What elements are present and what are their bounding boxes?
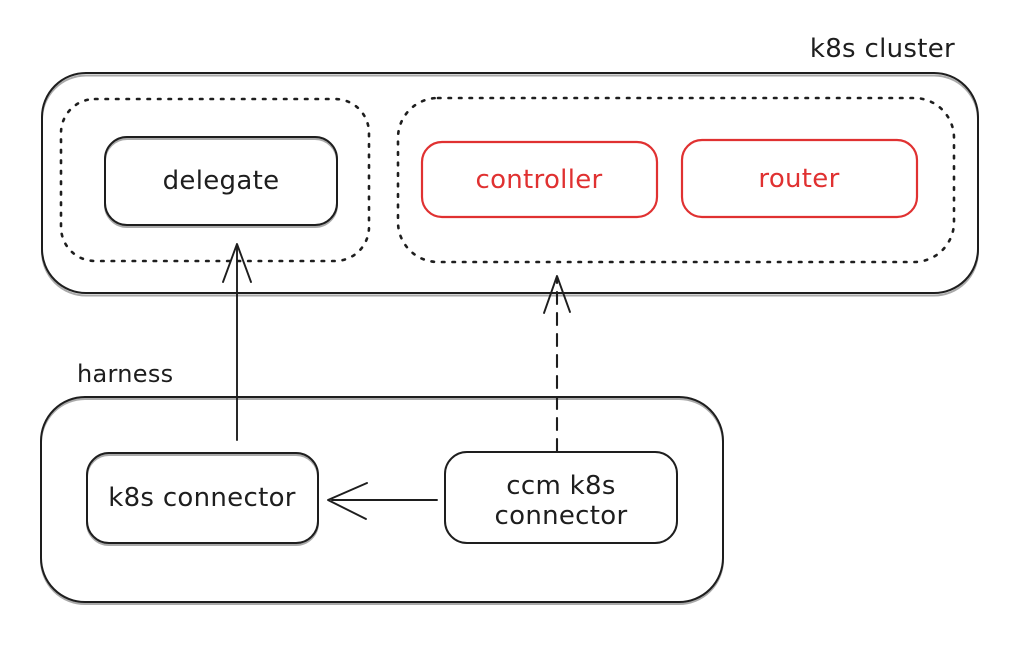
k8s-cluster-label: k8s cluster xyxy=(810,34,955,64)
arrowhead-up-icon xyxy=(543,275,571,314)
edge-k8s-connector-to-delegate-group xyxy=(222,243,252,441)
harness-group: harness k8s connector ccm k8s connector xyxy=(40,360,724,605)
harness-label: harness xyxy=(77,360,173,388)
k8s-cluster-group: k8s cluster delegate controller router xyxy=(41,34,979,297)
ccm-k8s-connector-label-line2: connector xyxy=(495,501,628,531)
controller-box xyxy=(420,140,659,219)
ccm-k8s-connector-box xyxy=(444,451,678,544)
delegate-label: delegate xyxy=(163,166,280,196)
arrowhead-up-icon xyxy=(222,243,252,283)
arrowhead-left-icon xyxy=(327,482,368,520)
ccm-k8s-connector-label-line1: ccm k8s xyxy=(506,471,615,501)
edge-ccm-connector-to-k8s-connector xyxy=(327,482,438,520)
router-box xyxy=(680,138,919,219)
router-label: router xyxy=(758,164,839,194)
controller-label: controller xyxy=(475,165,602,195)
controller-router-group-box xyxy=(396,96,956,264)
edge-ccm-connector-to-controller-router-group xyxy=(543,275,571,453)
k8s-connector-label: k8s connector xyxy=(108,483,296,513)
